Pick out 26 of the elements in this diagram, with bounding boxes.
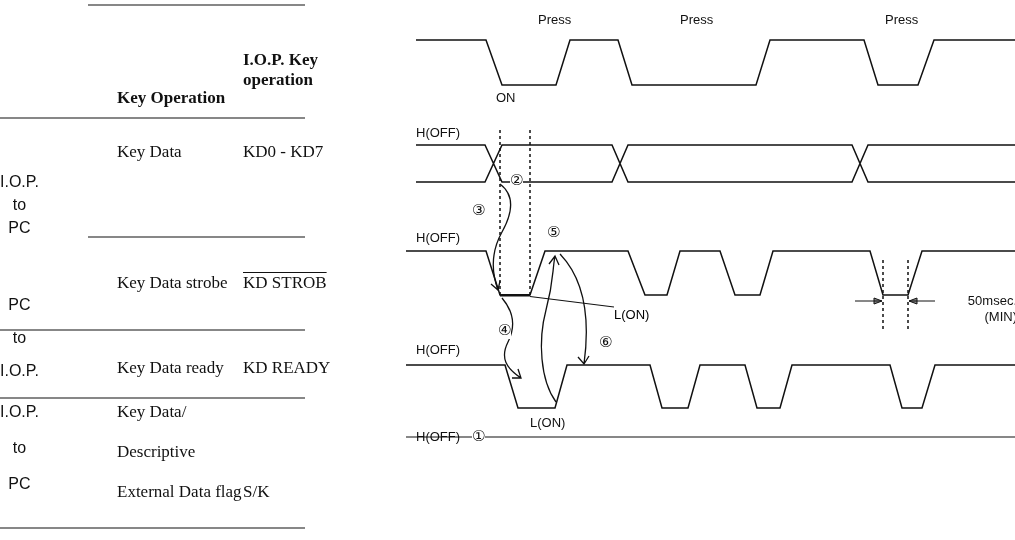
signal-label: Key Operation	[117, 88, 226, 108]
signal-label: S/K	[243, 482, 270, 502]
timing-label: Press	[885, 11, 919, 29]
timing-label: L(ON)	[530, 414, 566, 432]
timing-label: ④	[498, 321, 512, 339]
timing-label: ON	[496, 89, 516, 107]
timing-label: Press	[538, 11, 572, 29]
timing-label: H(OFF)	[416, 229, 461, 247]
signal-label: Key Data	[117, 142, 182, 162]
signal-label: Key Data ready	[117, 358, 224, 378]
timing-label: H(OFF)	[416, 341, 461, 359]
low-level-segment	[500, 294, 530, 297]
signal-label: KD STROB	[243, 273, 327, 293]
signal-label: I.O.P. Key operation	[243, 50, 319, 90]
timing-label: H(OFF)	[416, 428, 461, 446]
signal-label: Key Data strobe	[117, 273, 228, 293]
direction-label: PC to I.O.P.	[0, 295, 39, 381]
signal-label: Key Data/ Descriptive External Data flag	[117, 401, 243, 503]
signal-label: KD0 - KD7	[243, 142, 324, 162]
leader-line	[529, 295, 615, 308]
timing-label: Press	[680, 11, 714, 29]
state-label: L(ON)	[614, 307, 650, 323]
direction-label: I.O.P. to PC	[0, 172, 39, 238]
signal-label: KD READY	[243, 358, 331, 378]
direction-label: I.O.P. to PC	[0, 402, 39, 494]
timing-label: H(OFF)	[416, 124, 461, 142]
